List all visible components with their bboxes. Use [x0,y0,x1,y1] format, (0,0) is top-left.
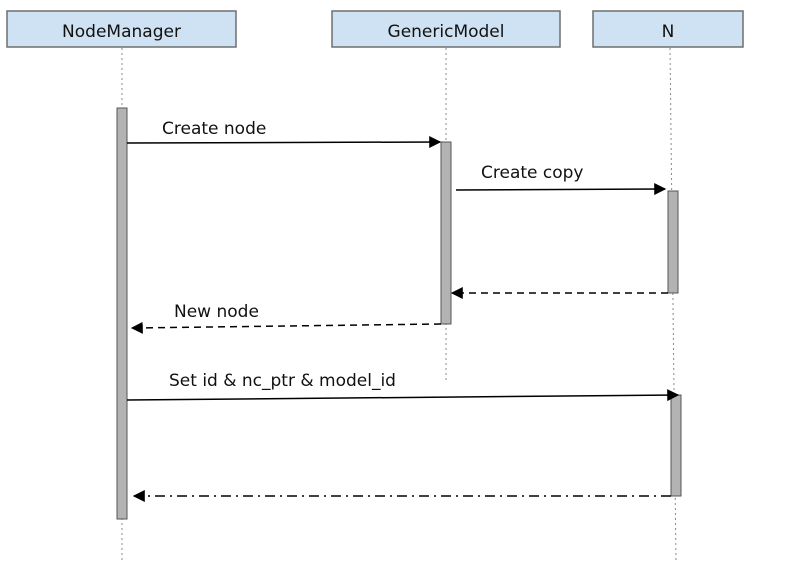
participant-label: GenericModel [388,22,505,42]
lifeline-n [669,47,677,562]
participant-n: N [592,10,744,48]
participant-box [6,10,237,48]
message-new-node: New node [130,302,442,334]
participant-genericmodel: GenericModel [331,10,561,48]
participant-box [592,10,744,48]
activation-nodemanager [116,107,128,520]
message-create-node: Create node [126,119,442,149]
activation-genericmodel [440,141,452,325]
message-arrow [126,136,442,149]
participant-label: NodeManager [62,22,181,42]
message-arrow [126,389,680,402]
message-label: Set id & nc_ptr & model_id [169,371,396,391]
message-create-copy: Create copy [455,163,667,196]
participant-nodemanager: NodeManager [6,10,237,48]
participant-box [331,10,561,48]
message-arrow [130,321,442,334]
message-set-id: Set id & nc_ptr & model_id [126,371,680,402]
message-label: Create copy [481,163,584,183]
message-label: New node [174,302,259,322]
activation-n-2 [670,394,682,497]
participant-label: N [662,22,675,42]
activation-n-1 [667,190,679,294]
message-label: Create node [162,119,266,139]
message-arrow [455,183,667,196]
